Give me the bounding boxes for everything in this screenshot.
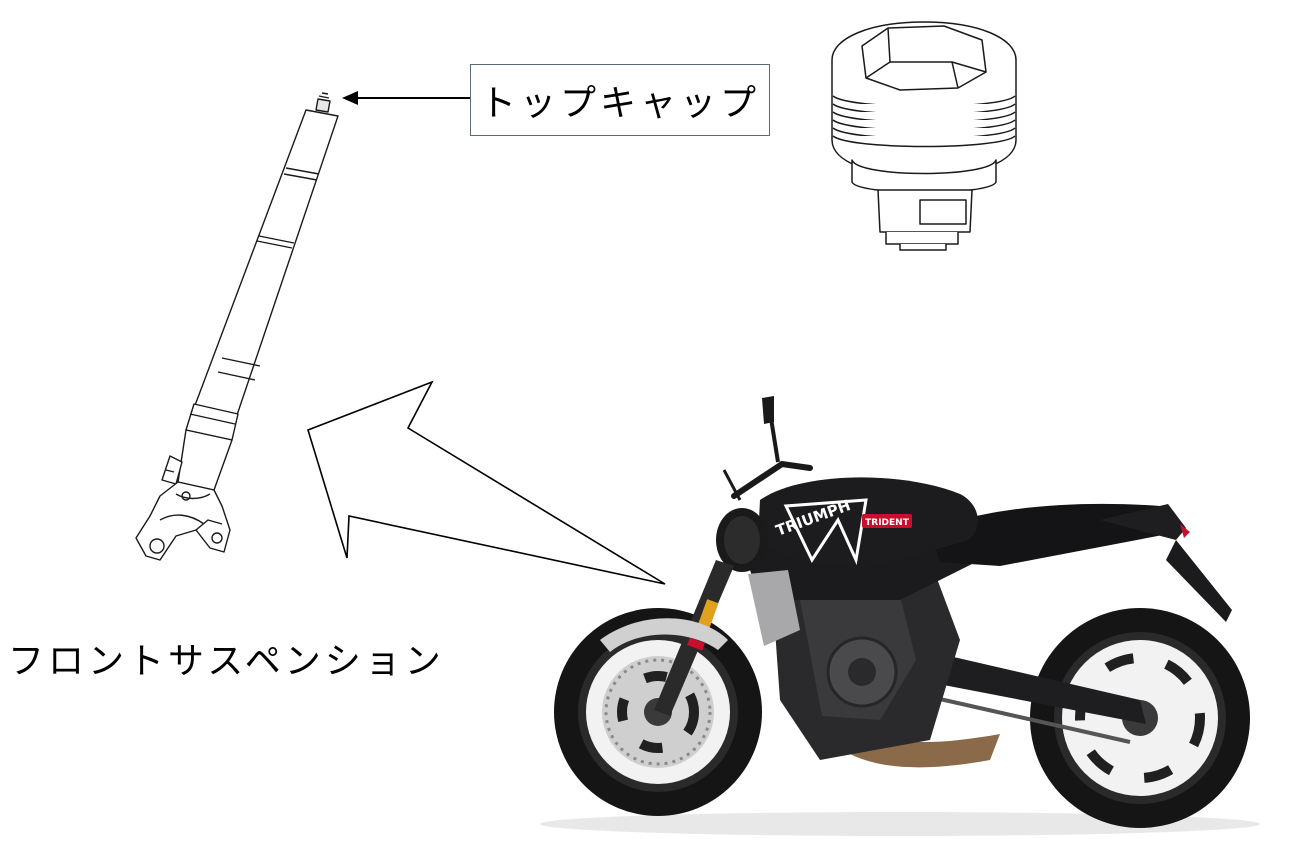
direction-arrow [307, 380, 666, 585]
top-cap-label-box: トップキャップ [470, 64, 770, 136]
front-wheel [554, 608, 762, 816]
side-badge-text: TRIDENT [865, 518, 910, 528]
top-cap-leader-arrow [342, 91, 470, 105]
front-fork-illustration [135, 92, 339, 561]
motorcycle-illustration: TRIUMPH TRIDENT [540, 396, 1260, 836]
top-cap-label: トップキャップ [479, 83, 760, 124]
top-cap-illustration [831, 21, 1017, 251]
front-suspension-label: フロントサスペンション [8, 641, 445, 682]
